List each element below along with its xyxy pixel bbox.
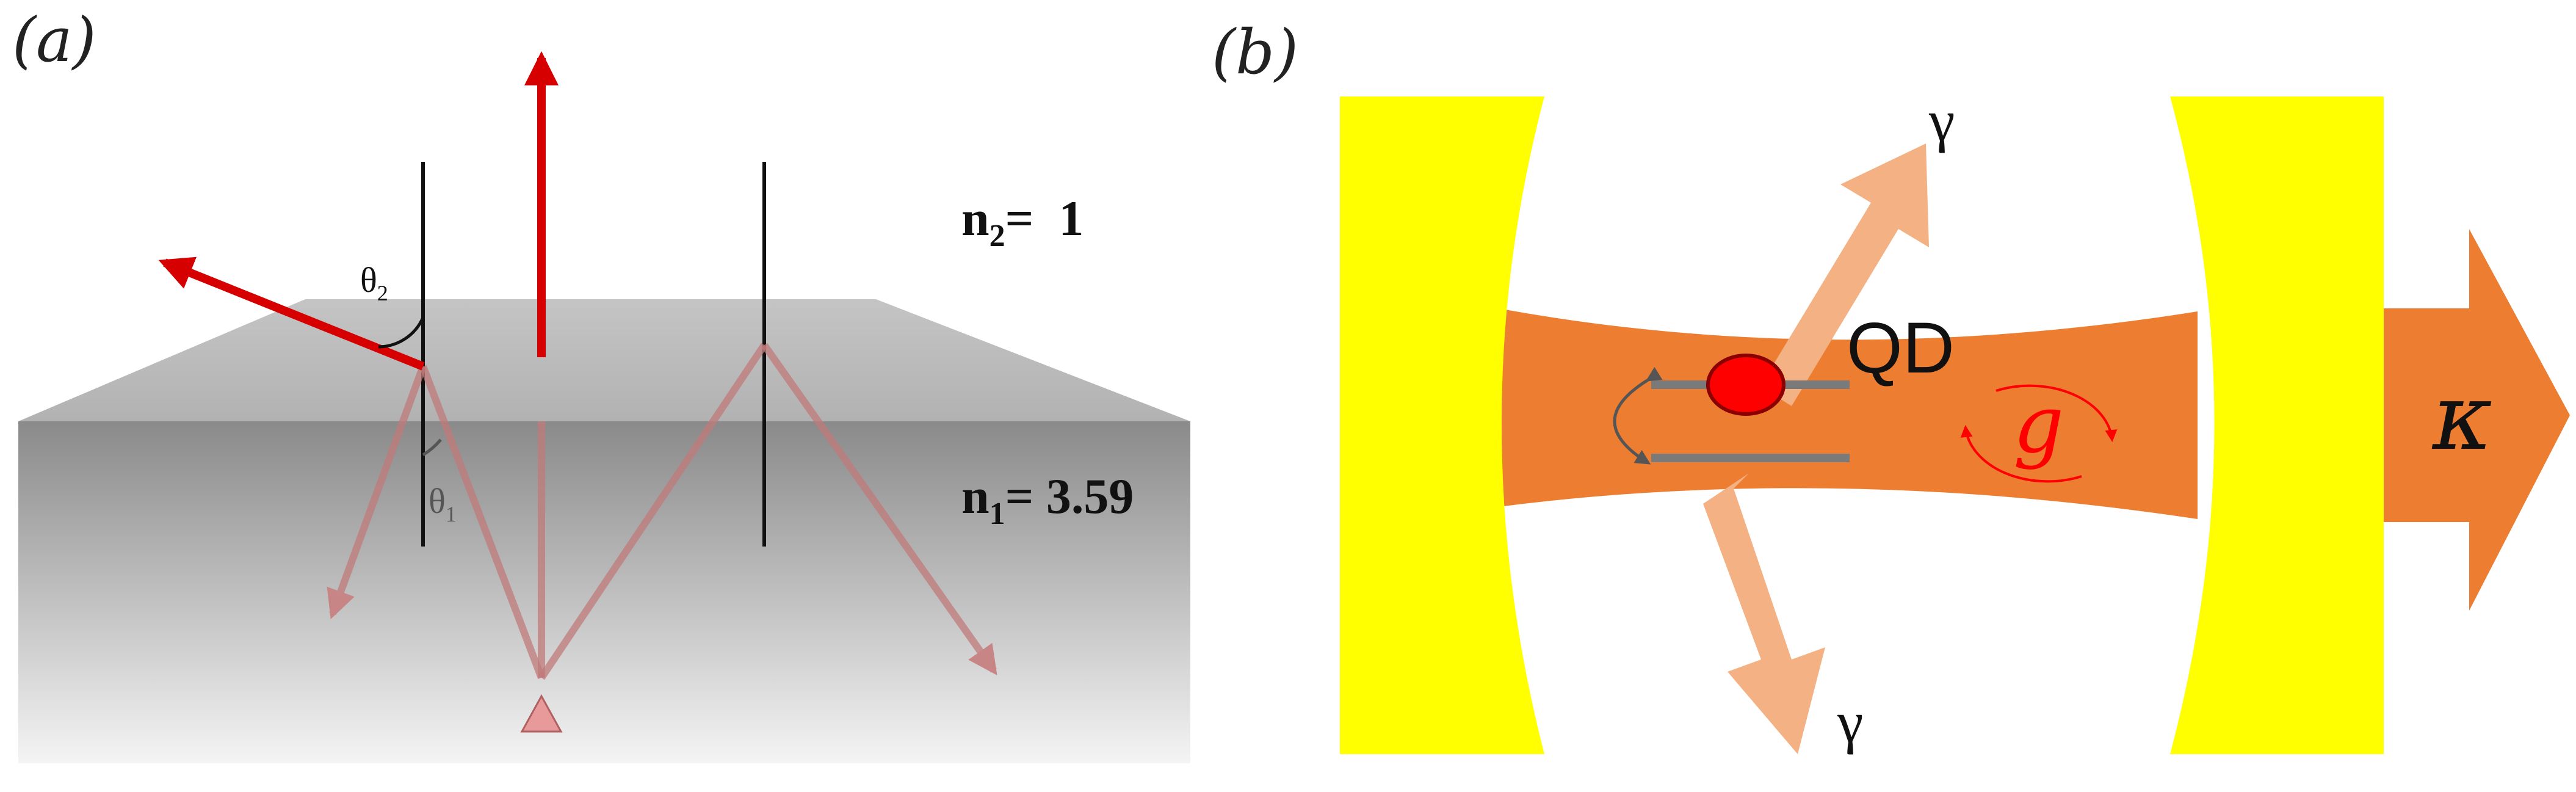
theta1-label: θ1	[429, 481, 457, 526]
panel-b-label: (b)	[1212, 16, 1298, 88]
n2-subscript: 2	[990, 219, 1005, 253]
panel-b: (b) γ γ QD g κ	[1212, 16, 2570, 755]
n1-symbol: n	[961, 468, 990, 524]
slab-front-face	[18, 421, 1190, 763]
n2-label: n2= 1	[961, 191, 1084, 253]
n2-symbol: n	[961, 191, 990, 246]
ray-source-to-left	[419, 365, 545, 680]
panel-a: (a) θ2 θ1 n2= 1	[12, 4, 1190, 763]
angle-arc-theta1	[422, 438, 442, 457]
coupling-arrow-lower	[1960, 425, 2082, 483]
kappa-output-arrow	[2350, 229, 2570, 611]
g-label: g	[2013, 378, 2064, 471]
theta2-subscript: 2	[377, 281, 388, 305]
theta1-symbol: θ	[429, 481, 446, 521]
gamma-arrow-up	[1734, 144, 1929, 406]
left-mirror	[1340, 96, 1544, 754]
angle-arc-theta2	[378, 316, 425, 349]
ray-source-to-right	[538, 343, 767, 680]
qd-dot	[1706, 354, 1785, 416]
gamma-arrow-down	[1703, 473, 1825, 754]
transition-arc	[1613, 366, 1663, 465]
n1-value: = 3.59	[1005, 468, 1134, 524]
slab-top-face	[18, 299, 1190, 421]
ray-right-reflected	[761, 343, 997, 675]
n1-label: n1= 3.59	[961, 468, 1134, 531]
ray-left-reflected	[327, 365, 427, 620]
cavity-mode-beam	[1499, 308, 2198, 519]
kappa-label: κ	[2431, 365, 2492, 471]
theta2-symbol: θ	[360, 260, 377, 300]
gamma-label-top: γ	[1928, 88, 1955, 153]
coupling-arrow-upper	[1995, 384, 2118, 442]
theta2-label: θ2	[360, 260, 388, 305]
right-mirror	[2170, 96, 2384, 754]
panel-a-label: (a)	[12, 4, 96, 76]
light-source-triangle	[520, 694, 563, 733]
theta1-subscript: 1	[446, 502, 457, 526]
internal-rays	[327, 343, 997, 680]
gamma-label-bottom: γ	[1837, 689, 1863, 755]
n2-value: = 1	[1005, 191, 1084, 246]
ray-refracted-left	[158, 256, 425, 371]
n1-subscript: 1	[990, 496, 1005, 531]
qd-label: QD	[1847, 308, 1955, 388]
